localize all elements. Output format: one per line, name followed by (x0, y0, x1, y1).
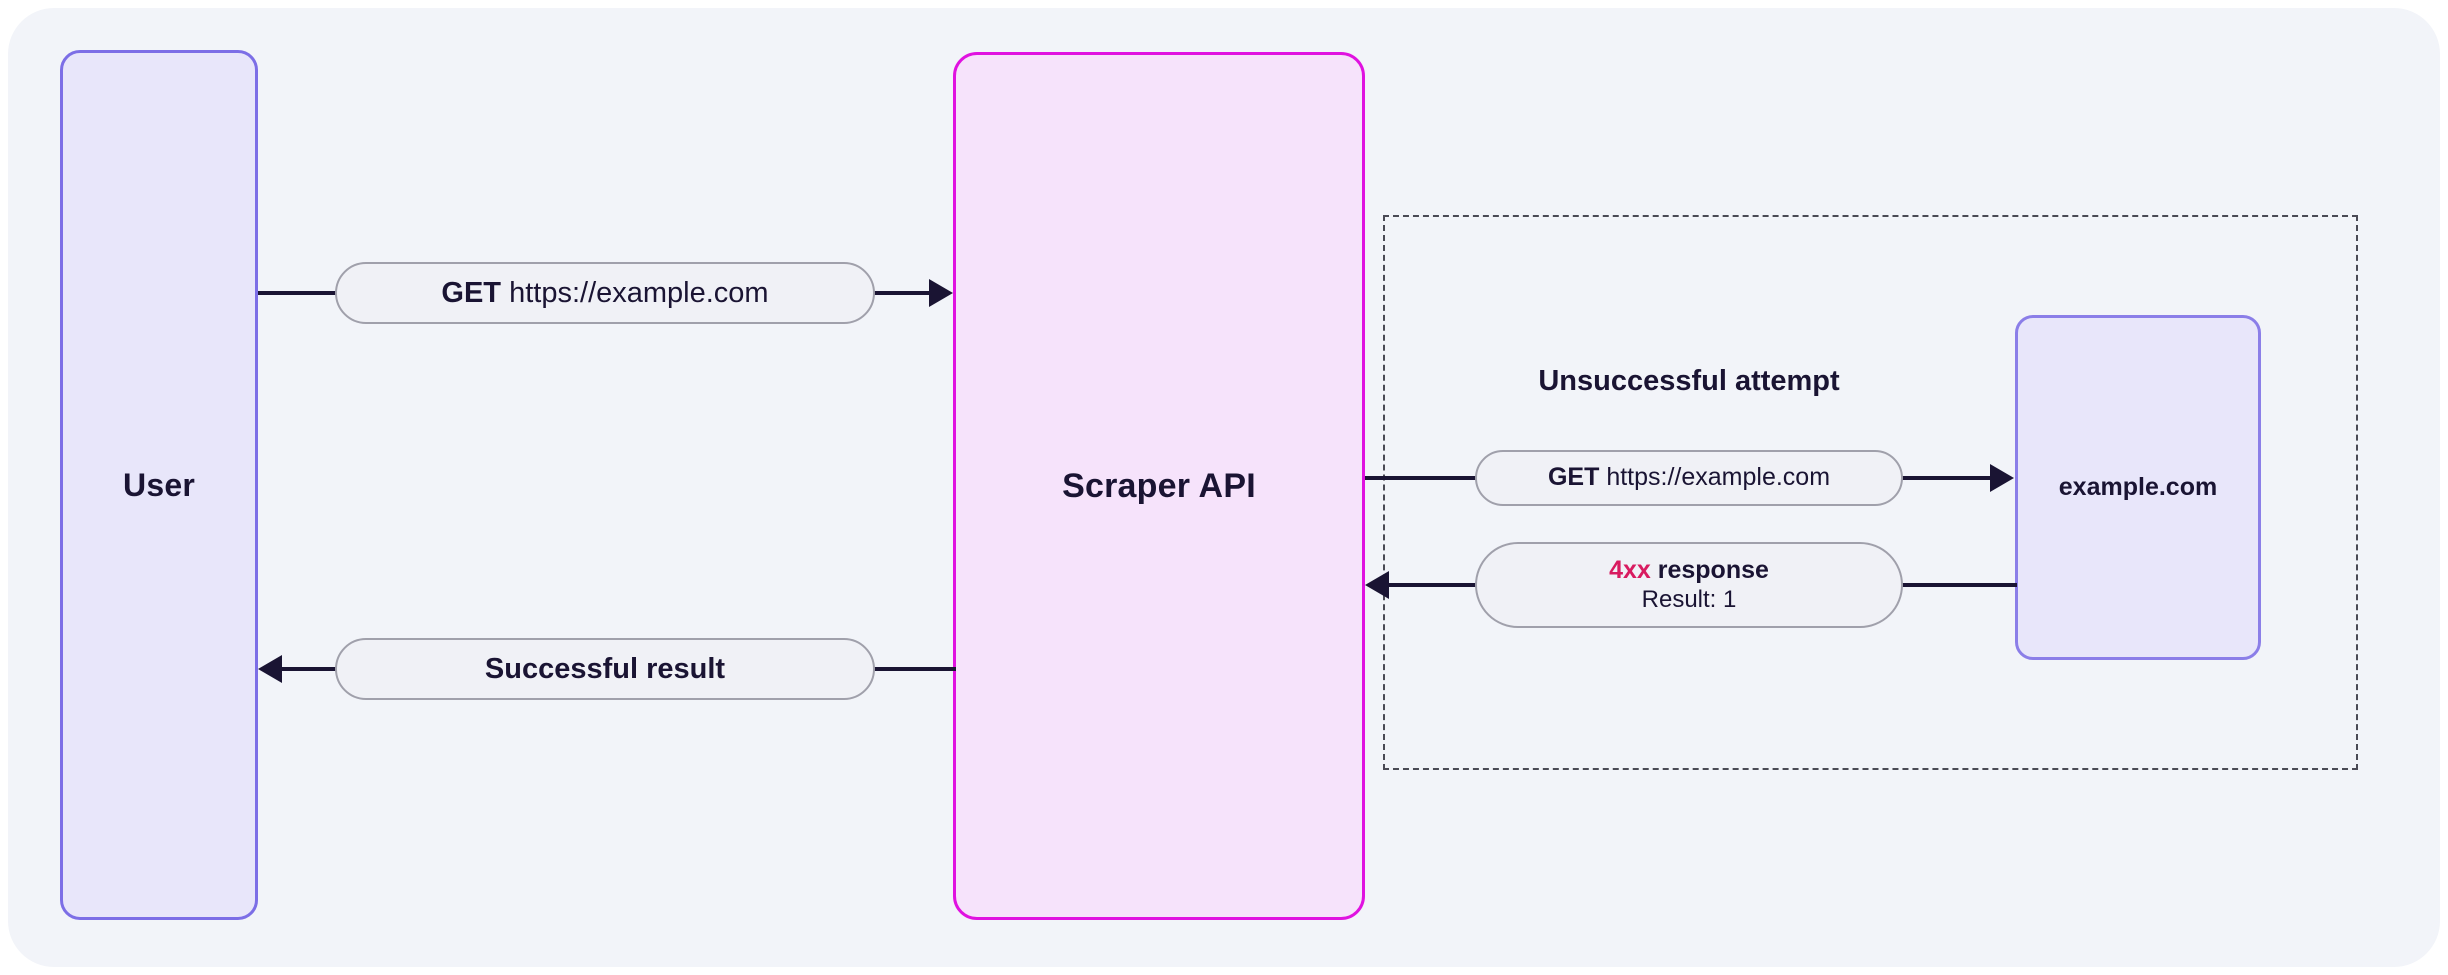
arrowhead-target-to-scraper (1365, 571, 1389, 599)
request-url-text-target: https://example.com (1606, 463, 1831, 492)
http-method-text: GET (441, 276, 502, 309)
node-scraper-api[interactable]: Scraper API (953, 52, 1365, 920)
request-url-text: https://example.com (509, 276, 769, 309)
label-get-request-from-user-text: GET https://example.com (441, 276, 768, 310)
error-status-code-text: 4xx (1609, 556, 1651, 585)
error-status-suffix-text: response (1650, 556, 1769, 585)
edge-target-to-scraper-left-segment (1387, 583, 1477, 587)
edge-user-to-scraper-left-segment (258, 291, 338, 295)
label-successful-result-text: Successful result (484, 652, 726, 685)
edge-scraper-to-user-right-segment (872, 667, 956, 671)
node-scraper-api-label: Scraper API (1062, 466, 1256, 505)
arrowhead-scraper-to-user (258, 655, 282, 683)
label-get-request-to-target[interactable]: GET https://example.com (1475, 450, 1903, 506)
label-successful-result[interactable]: Successful result (335, 638, 875, 700)
node-example-com[interactable]: example.com (2015, 315, 2261, 660)
retry-loop-region (1383, 215, 2358, 770)
node-user[interactable]: User (60, 50, 258, 920)
http-method-text-target: GET (1547, 463, 1600, 492)
node-user-label: User (123, 466, 195, 503)
label-error-response[interactable]: 4xx response Result: 1 (1475, 542, 1903, 628)
edge-scraper-to-target-left-segment (1365, 476, 1477, 480)
edge-target-to-scraper-right-segment (1901, 583, 2017, 587)
label-get-request-from-user[interactable]: GET https://example.com (335, 262, 875, 324)
arrowhead-user-to-scraper (929, 279, 953, 307)
caption-unsuccessful-attempt: Unsuccessful attempt (1538, 365, 1840, 397)
edge-scraper-to-target-right-segment (1901, 476, 1993, 480)
edge-scraper-to-user-left-segment (280, 667, 338, 671)
arrowhead-scraper-to-target (1990, 464, 2014, 492)
label-error-response-status-line: 4xx response (1609, 556, 1769, 586)
node-example-com-label: example.com (2058, 473, 2218, 501)
label-error-response-result-line: Result: 1 (1641, 585, 1737, 613)
edge-user-to-scraper-right-segment (872, 291, 934, 295)
label-get-request-to-target-text: GET https://example.com (1548, 463, 1830, 493)
